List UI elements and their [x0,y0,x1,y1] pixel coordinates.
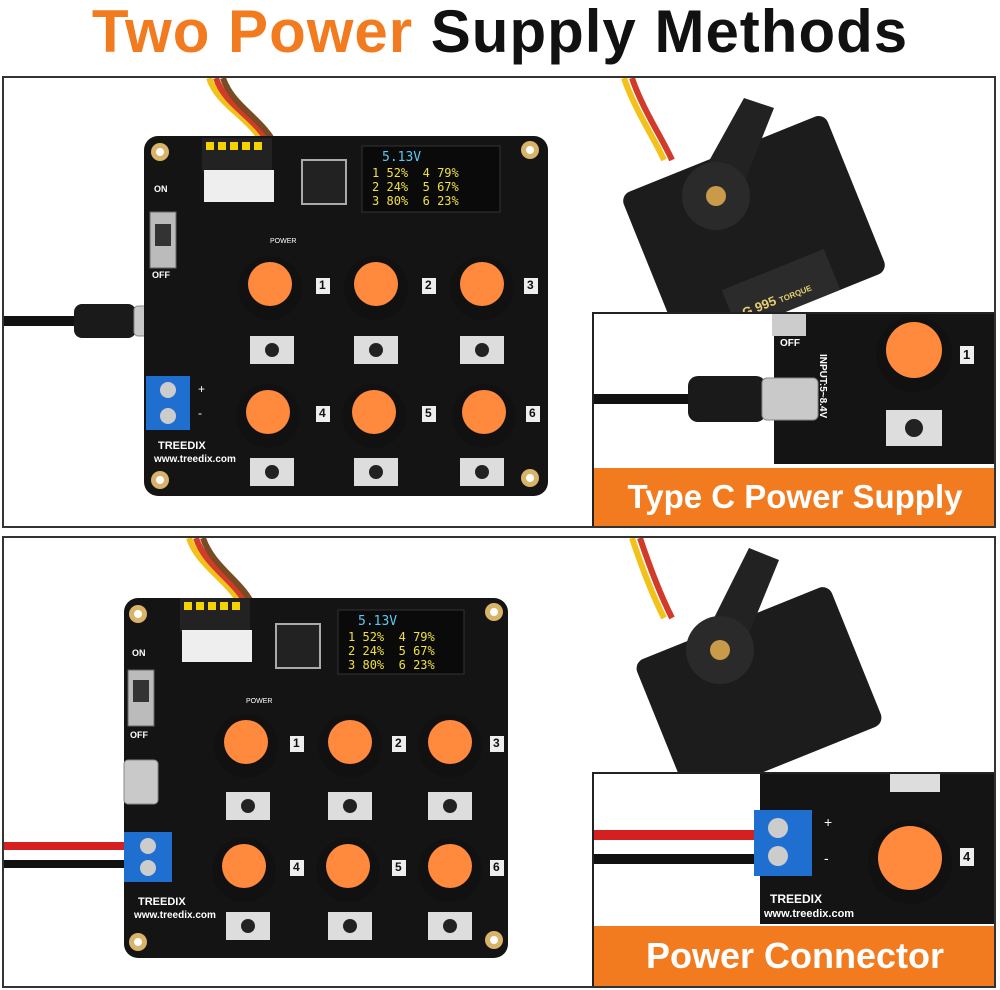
knob-label-5b: 5 [395,860,402,874]
brand-logo: TREEDIX [158,440,206,452]
oled-readouts-2: 1 52% 4 79% 2 24% 5 67% 3 80% 6 23% [348,630,435,672]
title-highlight: Two Power [91,0,414,65]
knob-label-6b: 6 [493,860,500,874]
power-connector-scene [4,538,882,958]
page-title: Two Power Supply Methods [0,0,1000,68]
switch-on-label-2: ON [132,648,146,658]
switch-off-label-2: OFF [130,730,148,740]
closeup-knob-label-1: 1 [963,347,971,362]
knob-label-3: 3 [527,278,534,292]
switch-off-label: OFF [152,270,170,280]
title-rest: Supply Methods [430,0,909,65]
terminal-minus: - [198,406,202,420]
closeup-minus: - [824,850,829,866]
knob-label-4: 4 [319,406,326,420]
type-c-scene [4,78,885,496]
knob-label-4b: 4 [293,860,300,874]
connector-closeup-scene [594,774,994,924]
knob-label-2b: 2 [395,736,402,750]
oled-voltage-2: 5.13V [358,614,398,629]
power-label: POWER [270,238,297,245]
knob-label-2: 2 [425,278,432,292]
type-c-panel: 5.13V 1 52% 4 79% 2 24% 5 67% 3 80% 6 23… [2,76,996,528]
switch-on-label: ON [154,184,168,194]
oled-readouts: 1 52% 4 79% 2 24% 5 67% 3 80% 6 23% [372,166,459,208]
closeup-knob-label-4: 4 [963,849,971,864]
closeup-input-label: INPUT:5~8.4V [817,354,828,419]
closeup-brand: TREEDIX [770,892,823,906]
brand-url-2: www.treedix.com [134,910,216,921]
brand-url: www.treedix.com [154,454,236,465]
closeup-off-label: OFF [780,338,800,349]
power-label-2: POWER [246,698,273,705]
power-connector-panel: 5.13V 1 52% 4 79% 2 24% 5 67% 3 80% 6 23… [2,536,996,988]
closeup-plus: + [824,814,833,830]
knob-label-5: 5 [425,406,432,420]
knob-label-3b: 3 [493,736,500,750]
terminal-plus: + [198,382,206,396]
knob-label-6: 6 [529,406,536,420]
type-c-closeup-scene [594,314,994,464]
knob-label-1: 1 [319,278,326,292]
closeup-url: www.treedix.com [764,908,855,920]
oled-voltage: 5.13V [382,150,422,165]
knob-label-1b: 1 [293,736,300,750]
brand-logo-2: TREEDIX [138,896,186,908]
connector-caption: Power Connector [594,926,994,986]
type-c-caption: Type C Power Supply [594,468,994,526]
